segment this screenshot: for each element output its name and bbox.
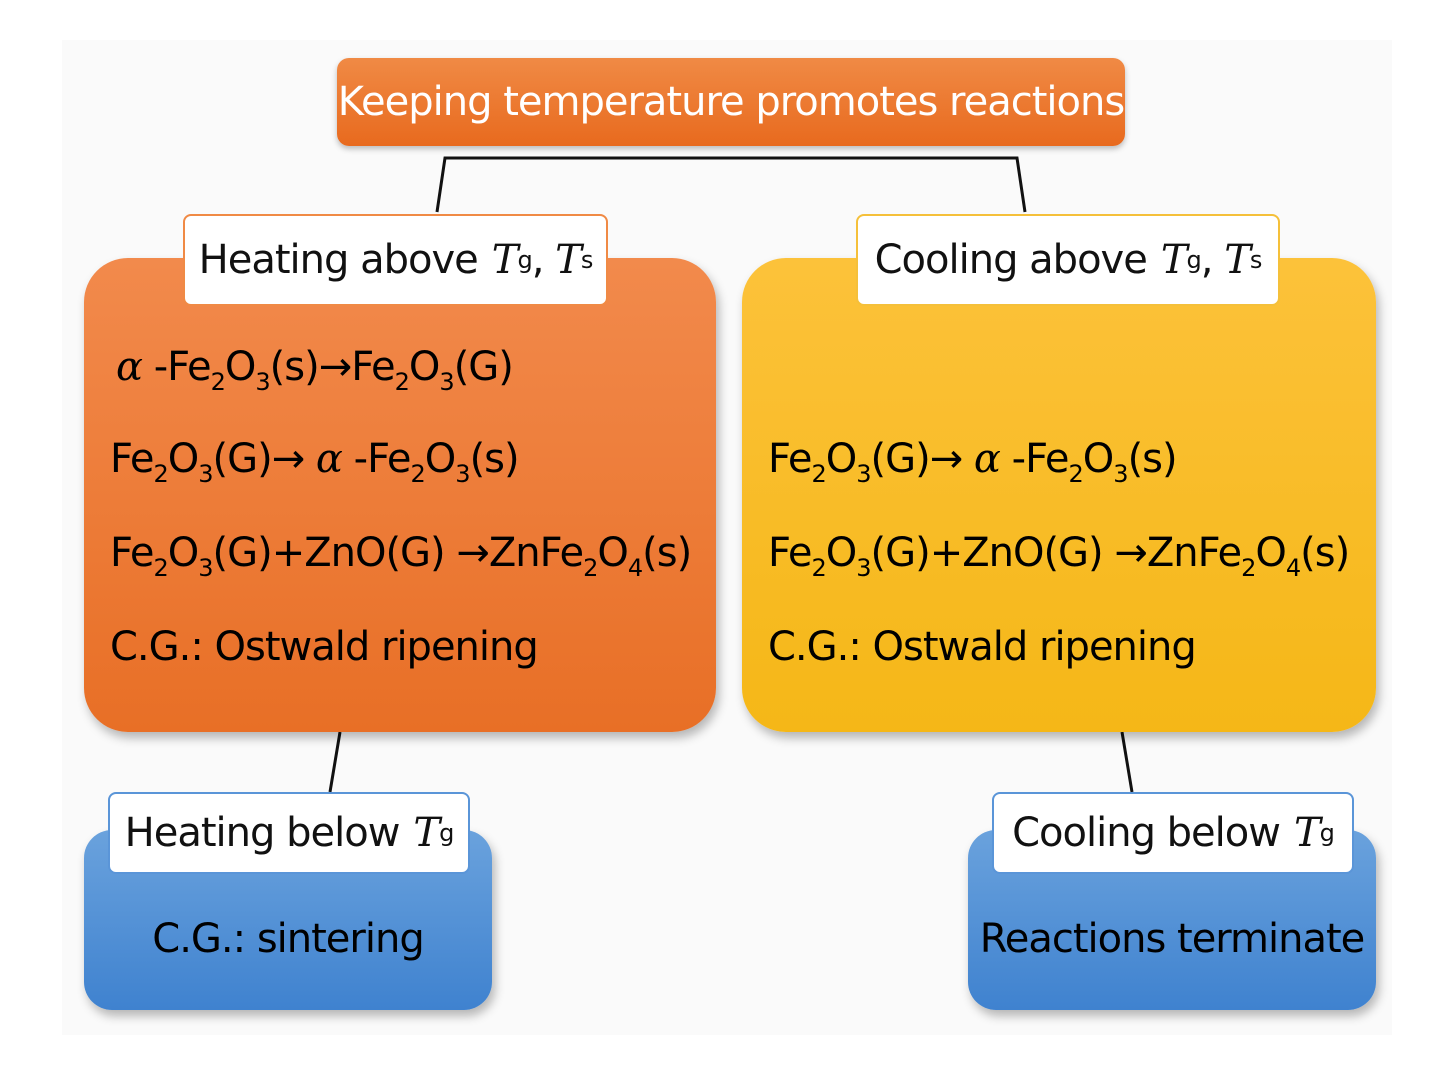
reaction-text: O — [167, 530, 200, 576]
subscript: 3 — [198, 460, 213, 488]
reaction-text: (s) — [1127, 436, 1178, 482]
reaction-text: -Fe — [341, 436, 412, 482]
subscript: 2 — [410, 460, 426, 488]
subscript: 2 — [153, 460, 168, 488]
heating-above-panel — [84, 258, 716, 732]
symbol-t: T — [1160, 237, 1188, 283]
subscript: 3 — [439, 368, 454, 396]
cooling-above-panel — [742, 258, 1376, 732]
subscript: 2 — [811, 554, 826, 582]
reaction-text: O — [597, 530, 629, 576]
reaction-text: -Fe — [999, 436, 1070, 482]
connector-cooling — [1120, 731, 1134, 793]
symbol-t: T — [491, 237, 519, 283]
symbol-t: T — [1224, 237, 1251, 283]
reaction-text: O — [224, 344, 257, 390]
subscript: 2 — [811, 460, 826, 488]
subscript: s — [580, 246, 593, 274]
subscript: g — [1186, 246, 1202, 274]
reaction-line: Fe2O3(G)+ZnO(G) →ZnFe2O4(s) — [110, 530, 692, 580]
symbol-t: T — [1293, 810, 1321, 856]
subscript: g — [517, 246, 532, 274]
reaction-text: O — [825, 436, 858, 482]
symbol-t: T — [413, 810, 440, 856]
subscript: g — [439, 819, 454, 847]
symbol-t: T — [555, 237, 582, 283]
subscript: 3 — [255, 368, 270, 396]
connector-heating — [328, 731, 342, 793]
cooling-below-text: Reactions terminate — [979, 916, 1366, 962]
subscript: 4 — [1285, 554, 1301, 582]
subscript: 2 — [1241, 554, 1256, 582]
crystal-growth-text: C.G.: Ostwald ripening — [110, 624, 539, 670]
subscript: 2 — [1068, 460, 1084, 488]
alpha-symbol: α — [315, 436, 343, 482]
reaction-text: -Fe — [142, 344, 212, 390]
reaction-text: (G)+ZnO(G) →ZnFe — [212, 530, 584, 576]
reaction-text: (s) — [469, 436, 520, 482]
reaction-text: O — [1255, 530, 1287, 576]
reaction-line: Fe2O3(G)→ α -Fe2O3(s) — [110, 436, 520, 486]
reaction-text: O — [424, 436, 457, 482]
subscript: 3 — [1113, 460, 1128, 488]
crystal-growth-text: C.G.: Ostwald ripening — [768, 624, 1197, 670]
reaction-line: Fe2O3(G)→ α -Fe2O3(s) — [768, 436, 1178, 486]
subscript: 3 — [455, 460, 470, 488]
subscript: 3 — [856, 460, 871, 488]
reaction-line: Fe2O3(G)+ZnO(G) →ZnFe2O4(s) — [768, 530, 1350, 580]
subscript: 2 — [153, 554, 168, 582]
reaction-text: (G)+ZnO(G) →ZnFe — [870, 530, 1242, 576]
reaction-text: Fe — [110, 436, 154, 482]
reaction-text: Fe — [110, 530, 154, 576]
reaction-text: Fe — [768, 436, 812, 482]
top-title-box: Keeping temperature promotes reactions — [337, 58, 1125, 146]
cooling-below-label-text: Cooling below — [1012, 810, 1281, 856]
subscript: 3 — [856, 554, 871, 582]
reaction-text: (G) — [453, 344, 514, 390]
reaction-text: (G)→ — [870, 436, 974, 482]
heating-below-text: C.G.: sintering — [152, 916, 424, 962]
heating-above-label-text: Heating above — [198, 237, 479, 283]
subscript: g — [1319, 819, 1335, 847]
reaction-text: O — [1082, 436, 1115, 482]
reaction-text: O — [408, 344, 441, 390]
alpha-symbol: α — [116, 344, 143, 390]
alpha-symbol: α — [973, 436, 1001, 482]
subscript: 3 — [198, 554, 213, 582]
reaction-text: (G)→ — [212, 436, 316, 482]
reaction-line: α -Fe2O3(s)→Fe2O3(G) — [116, 344, 514, 394]
top-title: Keeping temperature promotes reactions — [337, 79, 1125, 125]
reaction-text: (s)→Fe — [269, 344, 396, 390]
subscript: 2 — [210, 368, 226, 396]
connector-top-branch — [435, 156, 1027, 213]
reaction-text: (s) — [1300, 530, 1350, 576]
subscript: 2 — [583, 554, 598, 582]
cooling-above-label-text: Cooling above — [874, 237, 1148, 283]
subscript: s — [1249, 246, 1262, 274]
reaction-text: O — [167, 436, 200, 482]
reaction-text: Fe — [768, 530, 812, 576]
subscript: 4 — [627, 554, 643, 582]
subscript: 2 — [394, 368, 410, 396]
reaction-text: (s) — [642, 530, 692, 576]
heating-below-label-text: Heating below — [124, 810, 401, 856]
reaction-text: O — [825, 530, 858, 576]
